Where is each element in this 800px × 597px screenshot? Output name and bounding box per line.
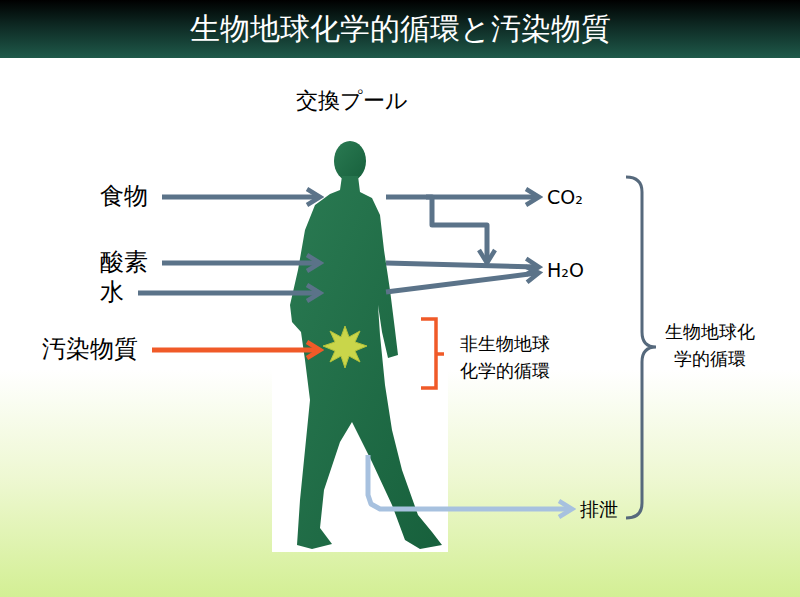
pollutant-label: 汚染物質 [40,332,140,367]
excretion-arrow [368,455,570,509]
input-label: 酸素 [98,245,150,280]
pool-heading: 交換プール [296,87,408,116]
flow-arrow [386,195,537,200]
pollutant-burst [323,326,367,368]
slide-title: 生物地球化学的循環と汚染物質 [0,9,800,48]
flow-arrow [386,273,537,292]
input-label: 水 [98,275,126,310]
output-label: H₂O [545,256,586,285]
exchange-pool: 交換プール [318,140,386,548]
flow-label: 水 [100,277,124,308]
flow-label: 酸素 [100,247,148,278]
output-label: 排泄 [578,495,620,524]
flow-arrow [162,195,318,200]
flow-arrow [162,261,318,266]
flow-arrow [426,197,487,261]
figure-ground [272,140,448,552]
output-label: CO₂ [545,183,585,212]
flow-label: 排泄 [580,497,618,522]
flow-label: CO₂ [547,185,583,210]
pollutant-arrow [152,348,318,353]
flow-label: 汚染物質 [42,334,138,365]
flow-arrow [386,263,537,267]
head [334,141,366,181]
bracket-label: 生物地球化学的循環 [664,318,756,372]
input-label: 食物 [98,179,150,214]
bracket-label: 非生物地球化学的循環 [460,330,552,384]
cycle-bracket [626,177,656,518]
abiotic-bracket [421,319,444,388]
flow-label: 食物 [100,181,148,212]
flow-arrow [138,291,318,296]
flow-label: H₂O [547,258,584,283]
